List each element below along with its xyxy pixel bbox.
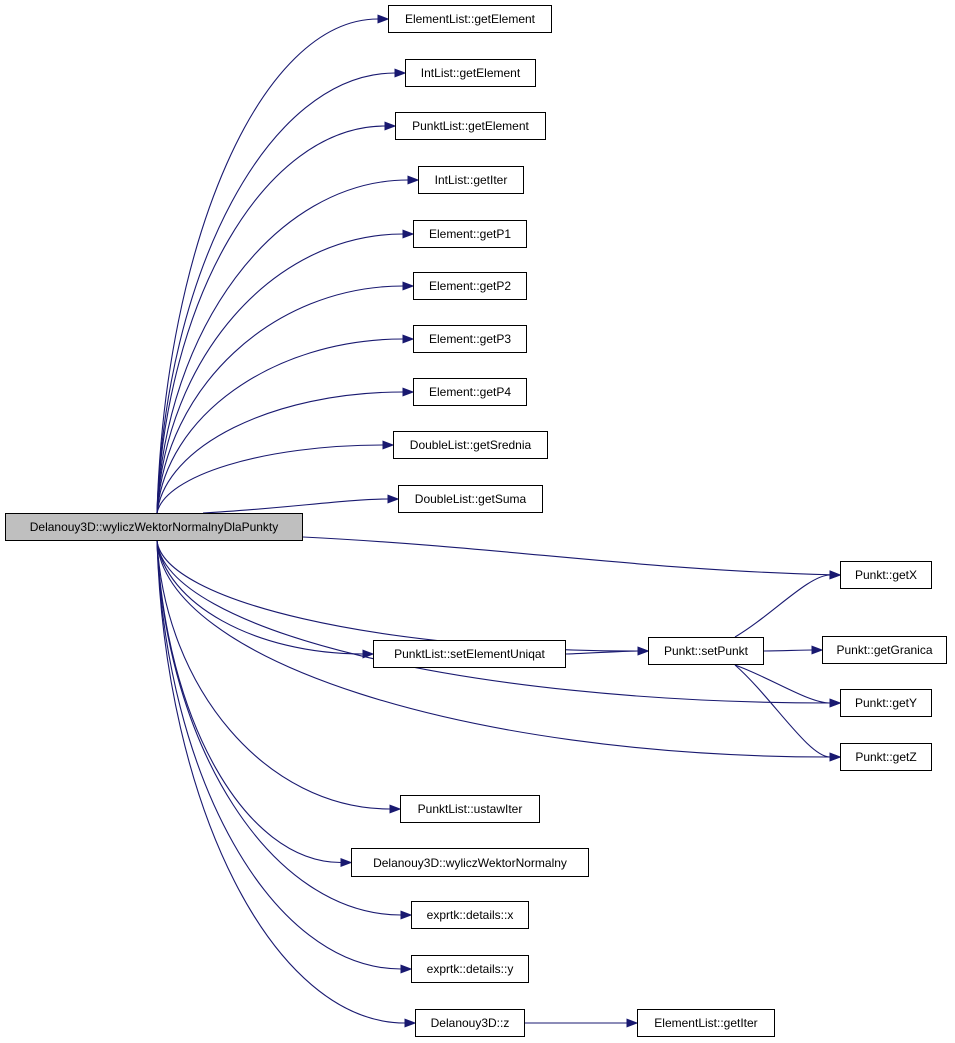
node-punkt-getz[interactable]: Punkt::getZ	[840, 743, 932, 771]
node-element-getp4[interactable]: Element::getP4	[413, 378, 527, 406]
edge-delanouy3d-wyliczwektornormalnydlapunkty-to-exprtk-details-y-arrowhead	[400, 964, 413, 974]
node-exprtk-details-x[interactable]: exprtk::details::x	[411, 901, 529, 929]
edge-delanouy3d-z-to-elementlist-getiter-arrowhead	[626, 1018, 639, 1028]
edge-punkt-setpunkt-to-punkt-getz	[734, 664, 831, 758]
edge-punkt-setpunkt-to-punkt-getgranica	[763, 649, 813, 652]
edge-delanouy3d-wyliczwektornormalnydlapunkty-to-punkt-gety	[156, 540, 831, 704]
node-punkt-setpunkt[interactable]: Punkt::setPunkt	[648, 637, 764, 665]
edge-delanouy3d-wyliczwektornormalnydlapunkty-to-intlist-getiter	[156, 179, 409, 514]
node-delanouy3d-z[interactable]: Delanouy3D::z	[415, 1009, 525, 1037]
edge-delanouy3d-wyliczwektornormalnydlapunkty-to-element-getp4	[156, 391, 404, 514]
edge-delanouy3d-wyliczwektornormalnydlapunkty-to-intlist-getelement	[156, 72, 396, 514]
edge-punktlist-setelementuniqat-to-punkt-setpunkt	[565, 650, 639, 655]
node-elementlist-getiter[interactable]: ElementList::getIter	[637, 1009, 775, 1037]
edge-delanouy3d-wyliczwektornormalnydlapunkty-to-intlist-getiter-arrowhead	[407, 175, 420, 185]
edge-punkt-setpunkt-to-punkt-getx	[734, 574, 831, 638]
edge-delanouy3d-wyliczwektornormalnydlapunkty-to-exprtk-details-y	[156, 540, 402, 970]
node-punktlist-ustawiter[interactable]: PunktList::ustawIter	[400, 795, 540, 823]
edge-punktlist-setelementuniqat-to-punkt-setpunkt-arrowhead	[637, 646, 650, 656]
node-element-getp1[interactable]: Element::getP1	[413, 220, 527, 248]
edge-delanouy3d-wyliczwektornormalnydlapunkty-to-element-getp3-arrowhead	[402, 334, 415, 344]
node-punkt-getgranica[interactable]: Punkt::getGranica	[822, 636, 947, 664]
edge-delanouy3d-wyliczwektornormalnydlapunkty-to-punktlist-getelement-arrowhead	[384, 121, 397, 131]
edge-delanouy3d-wyliczwektornormalnydlapunkty-to-elementlist-getelement-arrowhead	[377, 14, 390, 24]
edge-punkt-setpunkt-to-punkt-getz-arrowhead	[829, 752, 842, 762]
edge-delanouy3d-wyliczwektornormalnydlapunkty-to-delanouy3d-z-arrowhead	[404, 1018, 417, 1028]
node-punktlist-getelement[interactable]: PunktList::getElement	[395, 112, 546, 140]
edge-delanouy3d-wyliczwektornormalnydlapunkty-to-punktlist-setelementuniqat-arrowhead	[362, 649, 375, 659]
edge-delanouy3d-wyliczwektornormalnydlapunkty-to-doublelist-getsrednia	[156, 444, 384, 514]
node-elementlist-getelement[interactable]: ElementList::getElement	[388, 5, 552, 33]
edge-delanouy3d-wyliczwektornormalnydlapunkty-to-punkt-getz	[156, 540, 831, 758]
edge-delanouy3d-wyliczwektornormalnydlapunkty-to-element-getp1	[156, 233, 404, 514]
node-punkt-gety[interactable]: Punkt::getY	[840, 689, 932, 717]
node-intlist-getelement[interactable]: IntList::getElement	[405, 59, 536, 87]
edge-punkt-setpunkt-to-punkt-getgranica-arrowhead	[811, 645, 824, 655]
edge-delanouy3d-wyliczwektornormalnydlapunkty-to-punkt-getx	[302, 536, 831, 576]
edge-delanouy3d-wyliczwektornormalnydlapunkty-to-exprtk-details-x	[156, 540, 402, 916]
edge-delanouy3d-wyliczwektornormalnydlapunkty-to-element-getp2	[156, 285, 404, 514]
edge-punkt-setpunkt-to-punkt-gety-arrowhead	[829, 698, 842, 708]
edge-delanouy3d-wyliczwektornormalnydlapunkty-to-elementlist-getelement	[156, 18, 379, 514]
edge-delanouy3d-wyliczwektornormalnydlapunkty-to-punktlist-ustawiter-arrowhead	[389, 804, 402, 814]
node-doublelist-getsuma[interactable]: DoubleList::getSuma	[398, 485, 543, 513]
root-node-delanouy3d-wylicz-wektor-normalny-dla-punkty: Delanouy3D::wyliczWektorNormalnyDlaPunkt…	[5, 513, 303, 541]
node-doublelist-getsrednia[interactable]: DoubleList::getSrednia	[393, 431, 548, 459]
edge-delanouy3d-wyliczwektornormalnydlapunkty-to-punktlist-setelementuniqat	[156, 540, 364, 655]
edge-delanouy3d-wyliczwektornormalnydlapunkty-to-punktlist-ustawiter	[156, 540, 391, 810]
edge-delanouy3d-wyliczwektornormalnydlapunkty-to-intlist-getelement-arrowhead	[394, 68, 407, 78]
edge-delanouy3d-wyliczwektornormalnydlapunkty-to-doublelist-getsrednia-arrowhead	[382, 440, 395, 450]
edge-punkt-setpunkt-to-punkt-gety	[734, 664, 831, 704]
node-punkt-getx[interactable]: Punkt::getX	[840, 561, 932, 589]
node-delanouy3d-wylicz-wektor-normalny[interactable]: Delanouy3D::wyliczWektorNormalny	[351, 848, 589, 877]
node-element-getp2[interactable]: Element::getP2	[413, 272, 527, 300]
node-element-getp3[interactable]: Element::getP3	[413, 325, 527, 353]
edge-delanouy3d-wyliczwektornormalnydlapunkty-to-element-getp4-arrowhead	[402, 387, 415, 397]
edge-delanouy3d-wyliczwektornormalnydlapunkty-to-doublelist-getsuma-arrowhead	[387, 494, 400, 504]
edge-delanouy3d-wyliczwektornormalnydlapunkty-to-delanouy3d-wyliczwektornormalny-arrowhead	[340, 857, 353, 868]
edge-delanouy3d-wyliczwektornormalnydlapunkty-to-doublelist-getsuma	[202, 498, 389, 514]
node-punktlist-setelementuniqat[interactable]: PunktList::setElementUniqat	[373, 640, 566, 668]
edge-delanouy3d-wyliczwektornormalnydlapunkty-to-exprtk-details-x-arrowhead	[400, 910, 413, 920]
node-exprtk-details-y[interactable]: exprtk::details::y	[411, 955, 529, 983]
edge-delanouy3d-wyliczwektornormalnydlapunkty-to-element-getp3	[156, 338, 404, 514]
node-intlist-getiter[interactable]: IntList::getIter	[418, 166, 524, 194]
edge-delanouy3d-wyliczwektornormalnydlapunkty-to-punktlist-getelement	[156, 125, 386, 514]
edge-punkt-setpunkt-to-punkt-getx-arrowhead	[829, 570, 842, 580]
edge-delanouy3d-wyliczwektornormalnydlapunkty-to-delanouy3d-z	[156, 540, 406, 1024]
edge-delanouy3d-wyliczwektornormalnydlapunkty-to-element-getp2-arrowhead	[402, 281, 415, 291]
edge-delanouy3d-wyliczwektornormalnydlapunkty-to-element-getp1-arrowhead	[402, 229, 415, 239]
